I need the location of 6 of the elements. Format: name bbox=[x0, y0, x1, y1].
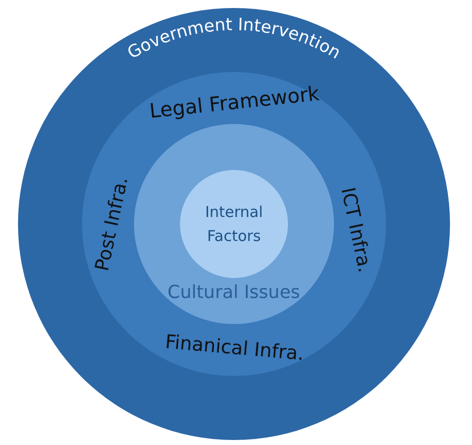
ring-label: Cultural Issues bbox=[168, 282, 300, 302]
ring-label: Legal Framework bbox=[148, 81, 320, 123]
ring-label: Finanical Infra. bbox=[164, 330, 304, 366]
center-label: Internal Factors bbox=[204, 202, 264, 247]
ring-label: Post Infra. bbox=[91, 174, 133, 274]
ring-label: ICT Infra. bbox=[336, 185, 376, 275]
